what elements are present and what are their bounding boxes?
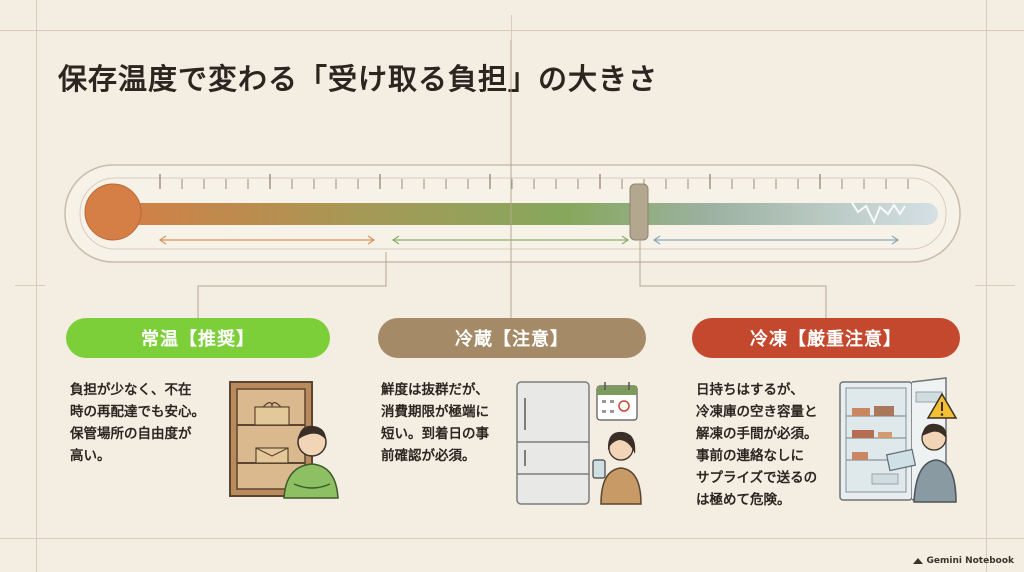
range-arrow-normal [158,235,376,245]
brand-watermark: Gemini Notebook [912,556,1015,566]
warning-icon [926,392,958,419]
frost-crack [851,202,906,225]
thermometer-inner [79,177,947,250]
frame-line-h-left [15,285,45,286]
frame-line-h-right [975,285,1015,286]
tick-marks [159,174,909,189]
fridge-calendar-person-illustration [516,381,642,505]
frame-line-top [0,30,1024,31]
thermometer-bulb [84,183,142,241]
shelf-person-illustration [229,381,339,499]
category-description-normal: 負担が少なく、不在 時の再配達でも安心。 保管場所の自由度が 高い。 [70,382,205,464]
temperature-slider [629,183,649,241]
calendar-icon [596,382,638,421]
frame-line-right [986,0,987,572]
gift-box-icon [254,406,290,426]
category-pill-freezer: 冷凍【厳重注意】 [692,318,960,358]
phone-icon [592,459,606,479]
category-description-fridge: 鮮度は抜群だが、 消費期限が極端に 短い。到着日の事 前確認が必須。 [381,382,489,464]
page-title: 保存温度で変わる「受け取る負担」の大きさ [58,62,659,96]
frame-line-v1 [511,15,512,40]
category-pill-fridge: 冷蔵【注意】 [378,318,646,358]
category-pill-normal: 常温【推奨】 [66,318,330,358]
frame-line-bottom [0,538,1024,539]
category-description-freezer: 日持ちはするが、 冷凍庫の空き容量と 解凍の手間が必須。 事前の連絡なしに サプ… [696,382,818,508]
connector-lines [197,40,827,318]
frame-line-left [36,0,37,572]
brand-logo-icon [912,558,923,564]
thermometer-tube [112,203,938,225]
freezer-warning-person-illustration [839,377,958,503]
range-arrow-freezer [652,235,900,245]
brand-name: Gemini Notebook [926,556,1015,566]
